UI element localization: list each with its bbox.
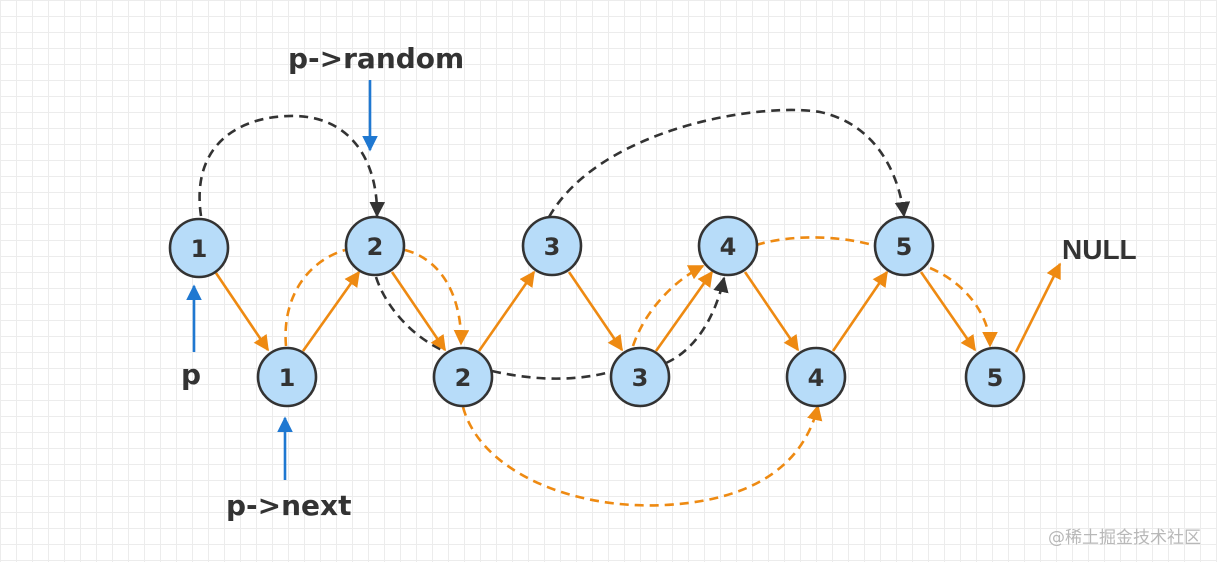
copy-random-o4-to-o5 (755, 236, 877, 248)
copy-random-c3-to-o4 (631, 264, 705, 347)
node-o1-label: 1 (191, 235, 208, 263)
next-arrow-o3-to-c3 (567, 271, 624, 352)
random-arrow-o2-to-c2 (374, 276, 443, 352)
next-arrow-o1-to-c1 (214, 272, 270, 352)
next-pointers (214, 262, 1062, 353)
next-arrow-o5-to-c5 (919, 271, 977, 352)
node-c1-label: 1 (279, 364, 296, 392)
copy-random-o2-to-c2 (404, 248, 470, 346)
node-o3-label: 3 (544, 233, 561, 261)
node-c1: 1 (256, 346, 318, 408)
node-c4: 4 (785, 346, 847, 408)
node-c4-label: 4 (808, 364, 825, 392)
next-arrow-c3-to-o4 (654, 270, 714, 352)
next-arrow-o2-to-c2 (390, 271, 447, 352)
node-o4: 4 (697, 215, 759, 277)
random-pointers-copy (284, 236, 998, 507)
null-label: NULL (1062, 234, 1137, 265)
next-arrow-o4-to-c4 (743, 271, 800, 352)
next-arrow-c5-to-null (1014, 262, 1062, 353)
copy-random-c2-to-c4 (461, 404, 823, 507)
copy-random-o5-to-c5 (929, 266, 998, 348)
node-o2: 2 (344, 215, 406, 277)
random-pointers-original (198, 108, 911, 380)
node-o1: 1 (168, 217, 230, 279)
random-arrow-o3-to-o5 (547, 108, 911, 218)
node-o4-label: 4 (720, 233, 737, 261)
node-c5: 5 (964, 346, 1026, 408)
node-c2-label: 2 (455, 364, 472, 392)
next-arrow-c2-to-o3 (477, 270, 536, 352)
node-o5-label: 5 (896, 233, 913, 261)
pointer-arrows (186, 80, 378, 480)
next-arrow-c1-to-o2 (301, 270, 361, 352)
node-c3-label: 3 (632, 364, 649, 392)
watermark: @稀土掘金技术社区 (1048, 528, 1201, 548)
node-c3: 3 (609, 346, 671, 408)
random-arrow-c3-to-o4 (665, 276, 729, 365)
next-arrow-c4-to-o5 (831, 270, 889, 352)
p-random-label: p->random (288, 42, 464, 75)
node-c5-label: 5 (987, 364, 1004, 392)
node-c2: 2 (432, 346, 494, 408)
copy-random-c1-to-o2 (284, 248, 346, 347)
node-o5: 5 (873, 215, 935, 277)
p-next-label: p->next (226, 489, 352, 522)
random-arrow-c2-to-c3 (491, 369, 611, 380)
random-arrow-o1-to-o2 (198, 114, 386, 218)
node-o3: 3 (521, 215, 583, 277)
p-label: p (181, 358, 201, 391)
node-o2-label: 2 (367, 233, 384, 261)
